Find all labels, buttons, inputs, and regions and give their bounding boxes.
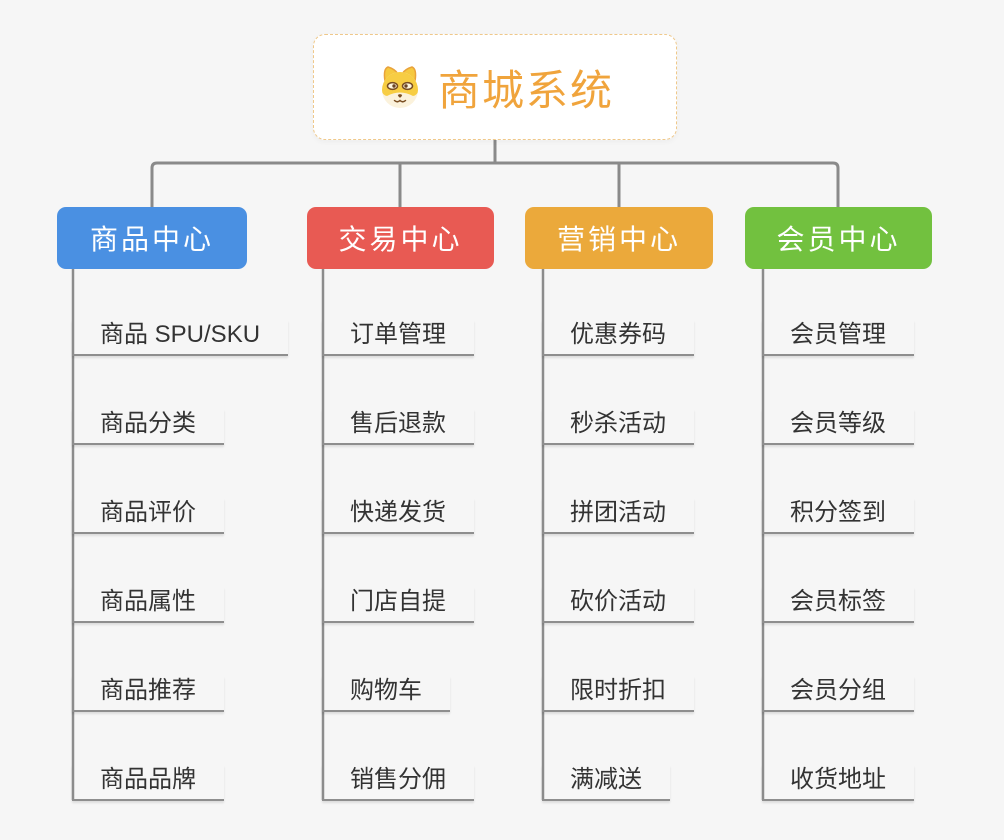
leaf-node[interactable]: 收货地址 bbox=[762, 765, 914, 801]
root-node[interactable]: 商城系统 bbox=[313, 34, 677, 140]
leaf-node[interactable]: 商品 SPU/SKU bbox=[72, 320, 289, 356]
leaf-node[interactable]: 优惠券码 bbox=[542, 320, 694, 356]
branch-node-member-center[interactable]: 会员中心 bbox=[745, 207, 932, 269]
leaf-node[interactable]: 会员管理 bbox=[762, 320, 914, 356]
root-title: 商城系统 bbox=[437, 66, 614, 114]
leaf-node[interactable]: 商品推荐 bbox=[72, 676, 224, 712]
leaf-node[interactable]: 商品评价 bbox=[72, 498, 224, 534]
leaf-node[interactable]: 积分签到 bbox=[762, 498, 914, 534]
leaf-node[interactable]: 购物车 bbox=[322, 676, 450, 712]
leaf-node[interactable]: 销售分佣 bbox=[322, 765, 474, 801]
leaf-node[interactable]: 商品分类 bbox=[72, 409, 224, 445]
leaf-node[interactable]: 会员标签 bbox=[762, 587, 914, 623]
leaf-node[interactable]: 商品属性 bbox=[72, 587, 224, 623]
branch-node-trade-center[interactable]: 交易中心 bbox=[307, 207, 494, 269]
leaf-node[interactable]: 订单管理 bbox=[322, 320, 474, 356]
leaf-node[interactable]: 秒杀活动 bbox=[542, 409, 694, 445]
leaf-node[interactable]: 满减送 bbox=[542, 765, 670, 801]
leaf-node[interactable]: 会员等级 bbox=[762, 409, 914, 445]
leaf-node[interactable]: 快递发货 bbox=[322, 498, 474, 534]
leaf-node[interactable]: 拼团活动 bbox=[542, 498, 694, 534]
leaf-node[interactable]: 商品品牌 bbox=[72, 765, 224, 801]
leaf-node[interactable]: 售后退款 bbox=[322, 409, 474, 445]
leaf-node[interactable]: 砍价活动 bbox=[542, 587, 694, 623]
dog-face-icon bbox=[376, 64, 424, 110]
leaf-node[interactable]: 门店自提 bbox=[322, 587, 474, 623]
branch-node-product-center[interactable]: 商品中心 bbox=[57, 207, 247, 269]
leaf-node[interactable]: 会员分组 bbox=[762, 676, 914, 712]
branch-node-marketing-center[interactable]: 营销中心 bbox=[525, 207, 713, 269]
leaf-node[interactable]: 限时折扣 bbox=[542, 676, 694, 712]
